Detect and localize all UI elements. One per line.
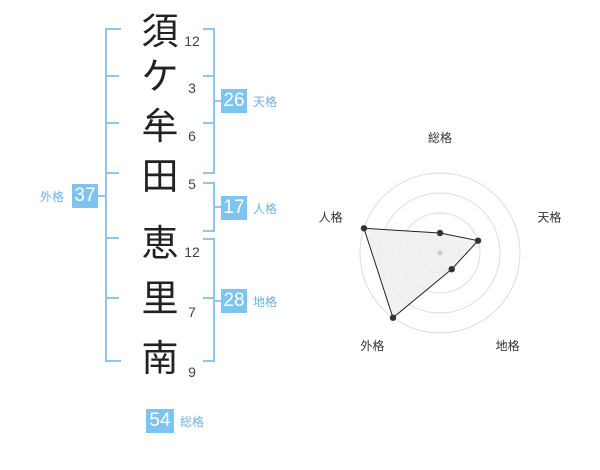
radar-point [389, 314, 397, 321]
radar-axis-label: 地格 [496, 338, 520, 353]
name-char-5: 恵 [141, 222, 179, 265]
radar-ring [359, 172, 521, 334]
stroke-count-2: 3 [188, 80, 196, 96]
stroke-count-1: 12 [184, 33, 200, 49]
gaikaku-label: 外格 [40, 190, 65, 204]
tenkaku-connector [213, 100, 221, 102]
outer-bracket-tick [105, 75, 119, 77]
chikaku-value: 28 [221, 289, 247, 313]
name-char-3: 牟 [141, 105, 179, 148]
radar-point [448, 265, 455, 273]
stroke-count-5: 12 [184, 244, 200, 260]
name-char-1: 須 [141, 10, 179, 53]
radar-center-dot [437, 250, 443, 256]
radar-axis-label: 総格 [428, 130, 452, 145]
stroke-count-7: 9 [188, 364, 196, 380]
name-char-7: 南 [141, 337, 179, 380]
tenkaku-bracket-tick [203, 75, 213, 77]
tenkaku-value: 26 [221, 89, 247, 113]
tenkaku-bracket-tick [203, 122, 213, 124]
chikaku-bracket-tick [203, 297, 213, 299]
outer-bracket-tick [105, 237, 119, 239]
name-char-4: 田 [141, 155, 179, 198]
jinkaku-value: 17 [221, 196, 247, 220]
chikaku-label: 地格 [253, 295, 278, 309]
stroke-count-4: 5 [188, 176, 196, 192]
chikaku-connector [213, 300, 221, 302]
tenkaku-label: 天格 [253, 95, 278, 109]
jinkaku-label: 人格 [253, 202, 278, 216]
name-char-2: ケ [141, 55, 179, 98]
stroke-count-3: 6 [188, 128, 196, 144]
radar-point [436, 229, 444, 237]
outer-bracket-tick [105, 297, 119, 299]
radar-axis-label: 天格 [537, 209, 561, 224]
radar-axis-label: 人格 [319, 209, 343, 224]
soukaku-value: 54 [146, 409, 174, 433]
radar-axis-label: 外格 [360, 338, 384, 353]
name-char-6: 里 [141, 277, 179, 320]
outer-bracket-tick [105, 122, 119, 124]
radar-point [474, 237, 482, 244]
radar-point [360, 225, 368, 232]
outer-bracket [105, 28, 121, 362]
gaikaku-value: 37 [72, 184, 98, 208]
stroke-count-6: 7 [188, 304, 196, 320]
radar-area [363, 227, 480, 319]
jinkaku-connector [213, 206, 221, 208]
soukaku-label: 総格 [180, 415, 205, 429]
outer-bracket-connector [98, 195, 107, 197]
outer-bracket-tick [105, 172, 119, 174]
